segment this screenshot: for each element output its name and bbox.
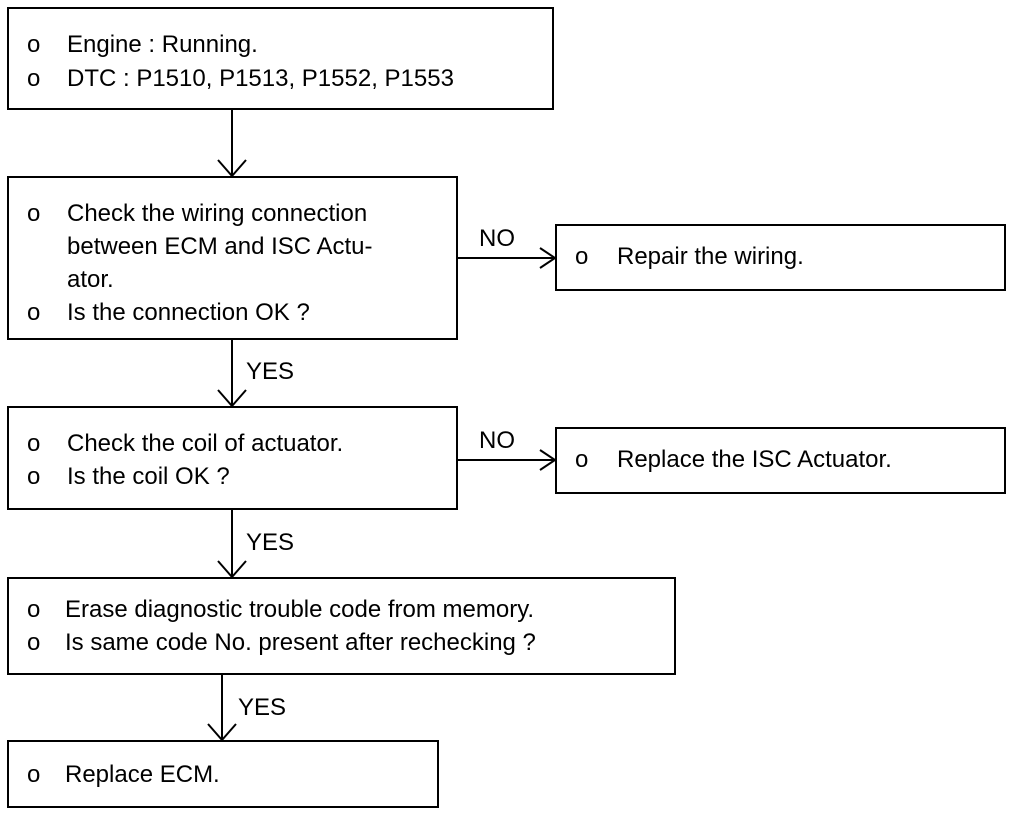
box-erase-dtc: o Erase diagnostic trouble code from mem… <box>7 577 676 675</box>
bullet: o <box>27 629 41 656</box>
bullet: o <box>27 430 41 457</box>
bullet: o <box>575 243 589 270</box>
bullet: o <box>27 596 41 623</box>
bullet: o <box>27 65 41 92</box>
box-check-wiring: o Check the wiring connection between EC… <box>7 176 458 340</box>
box-start: o Engine : Running. o DTC : P1510, P1513… <box>7 7 554 110</box>
box-check-coil-line-2: Is the coil OK ? <box>67 463 230 490</box>
box-check-wiring-line-3: ator. <box>67 266 114 293</box>
box-start-line-1: Engine : Running. <box>67 31 258 58</box>
box-start-line-2: DTC : P1510, P1513, P1552, P1553 <box>67 65 454 92</box>
bullet: o <box>27 31 41 58</box>
label-yes-erase: YES <box>238 694 287 721</box>
box-repair-wiring: o Repair the wiring. <box>555 224 1006 291</box>
box-replace-actuator: o Replace the ISC Actuator. <box>555 427 1006 494</box>
box-repair-wiring-line-1: Repair the wiring. <box>617 243 804 270</box>
bullet: o <box>27 761 41 788</box>
box-check-coil-line-1: Check the coil of actuator. <box>67 430 344 457</box>
label-yes-wiring: YES <box>246 358 295 385</box>
box-erase-dtc-line-2: Is same code No. present after recheckin… <box>65 629 536 656</box>
label-no-wiring: NO <box>479 225 515 252</box>
box-check-wiring-line-1: Check the wiring connection <box>67 200 368 227</box>
box-replace-ecm-line-1: Replace ECM. <box>65 761 220 788</box>
bullet: o <box>575 446 589 473</box>
box-replace-actuator-line-1: Replace the ISC Actuator. <box>617 446 892 473</box>
box-check-wiring-line-2: between ECM and ISC Actu- <box>67 233 373 260</box>
box-replace-ecm: o Replace ECM. <box>7 740 439 808</box>
box-check-coil: o Check the coil of actuator. o Is the c… <box>7 406 458 510</box>
bullet: o <box>27 299 41 326</box>
box-check-wiring-line-4: Is the connection OK ? <box>67 299 310 326</box>
bullet: o <box>27 200 41 227</box>
label-no-coil: NO <box>479 427 515 454</box>
bullet: o <box>27 463 41 490</box>
label-yes-coil: YES <box>246 529 295 556</box>
box-erase-dtc-line-1: Erase diagnostic trouble code from memor… <box>65 596 535 623</box>
